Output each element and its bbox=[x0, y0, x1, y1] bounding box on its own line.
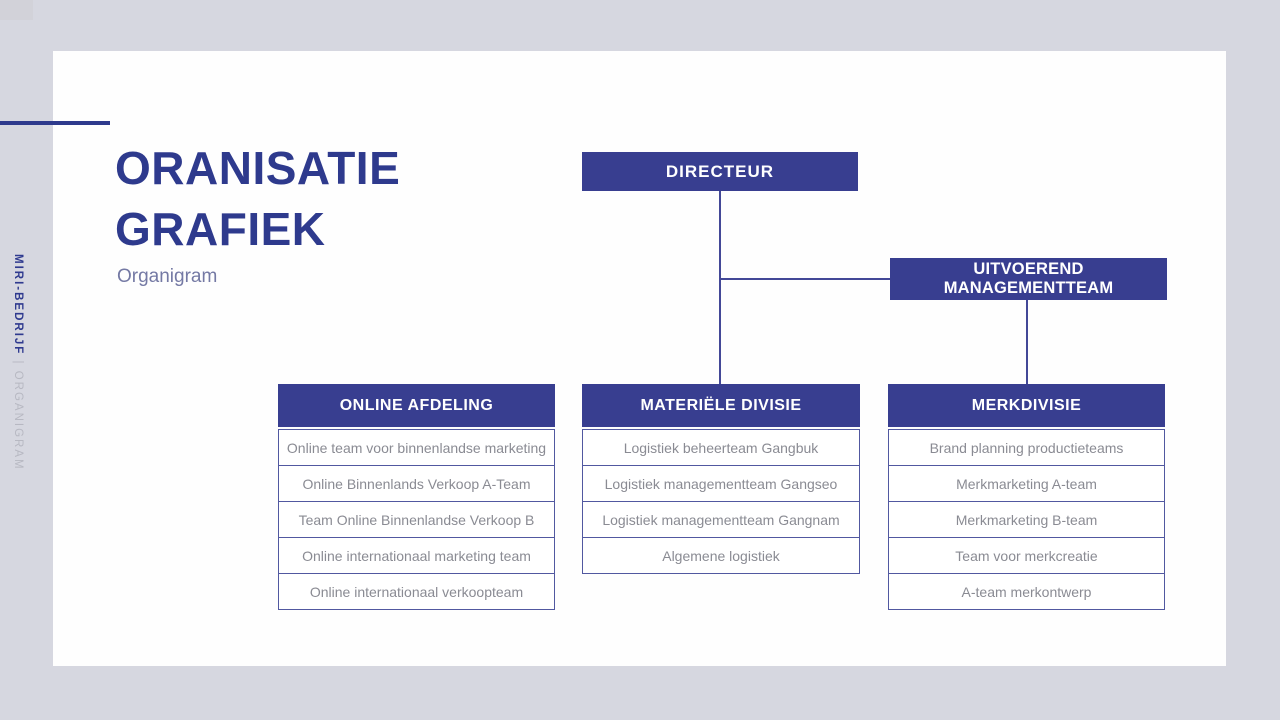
column-header: MATERIËLE DIVISIE bbox=[582, 384, 860, 427]
org-item: Logistiek beheerteam Gangbuk bbox=[582, 429, 860, 466]
org-box-directeur: DIRECTEUR bbox=[582, 152, 858, 191]
org-column-merkdivisie: MERKDIVISIE Brand planning productieteam… bbox=[888, 384, 1165, 610]
org-column-online-afdeling: ONLINE AFDELING Online team voor binnenl… bbox=[278, 384, 555, 610]
connector-executive-to-right-column bbox=[1026, 300, 1028, 384]
page-subtitle: Organigram bbox=[117, 266, 218, 287]
page-title: ORANISATIE GRAFIEK bbox=[115, 138, 400, 260]
org-item: Online internationaal verkoopteam bbox=[278, 573, 555, 610]
org-item: Online internationaal marketing team bbox=[278, 537, 555, 574]
sidebar-label: ORGANIGRAM bbox=[12, 370, 24, 471]
connector-directeur-to-middle-column bbox=[719, 191, 721, 384]
org-item: Logistiek managementteam Gangnam bbox=[582, 501, 860, 538]
sidebar-vertical-text: MIRI-BEDRIJF | ORGANIGRAM bbox=[12, 254, 24, 471]
sidebar-brand: MIRI-BEDRIJF bbox=[12, 254, 24, 356]
org-column-materiele-divisie: MATERIËLE DIVISIE Logistiek beheerteam G… bbox=[582, 384, 860, 574]
org-item: Online Binnenlands Verkoop A-Team bbox=[278, 465, 555, 502]
corner-decoration bbox=[0, 0, 33, 20]
org-item: Logistiek managementteam Gangseo bbox=[582, 465, 860, 502]
org-item: Team Online Binnenlandse Verkoop B bbox=[278, 501, 555, 538]
connector-branch-to-executive bbox=[719, 278, 890, 280]
org-box-executive-management: UITVOEREND MANAGEMENTTEAM bbox=[890, 258, 1167, 300]
page-title-line-1: ORANISATIE bbox=[115, 142, 401, 194]
org-item: Online team voor binnenlandse marketing bbox=[278, 429, 555, 466]
org-item: Algemene logistiek bbox=[582, 537, 860, 574]
org-item: Brand planning productieteams bbox=[888, 429, 1165, 466]
column-header: ONLINE AFDELING bbox=[278, 384, 555, 427]
column-header: MERKDIVISIE bbox=[888, 384, 1165, 427]
org-item: Merkmarketing A-team bbox=[888, 465, 1165, 502]
sidebar-separator: | bbox=[12, 355, 24, 371]
page-title-line-2: GRAFIEK bbox=[115, 203, 326, 255]
org-item: Team voor merkcreatie bbox=[888, 537, 1165, 574]
org-item: A-team merkontwerp bbox=[888, 573, 1165, 610]
title-accent-line bbox=[0, 121, 110, 125]
org-item: Merkmarketing B-team bbox=[888, 501, 1165, 538]
